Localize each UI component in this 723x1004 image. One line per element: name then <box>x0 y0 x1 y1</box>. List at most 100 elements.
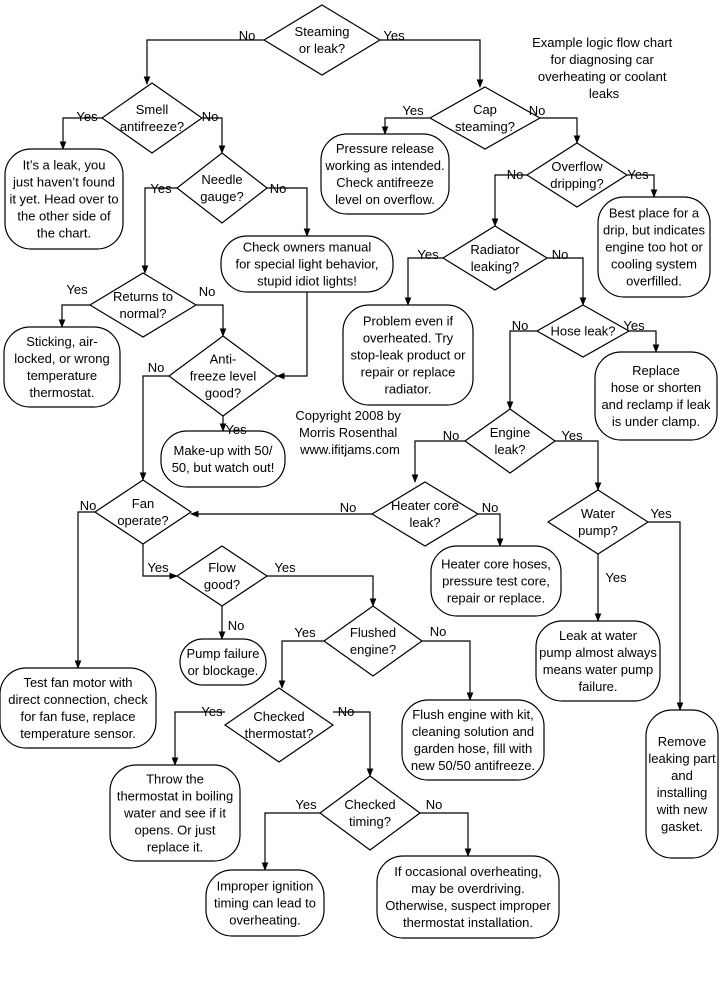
branch-label-no: No <box>340 500 357 515</box>
terminal-box <box>342 304 474 406</box>
node-label-line: or blockage. <box>188 663 259 678</box>
node-label-line: temperature <box>27 368 97 383</box>
branch-label-yes: Yes <box>150 181 172 196</box>
chart-title-line: overheating or coolant <box>538 69 667 84</box>
node-label-line: and reclamp if leak <box>601 397 711 412</box>
connector-arrow <box>648 521 684 711</box>
node-label: If occasional overheating,may be overdri… <box>385 864 551 930</box>
branch-label-no: No <box>529 103 546 118</box>
node-label-line: Check antifreeze <box>336 175 434 190</box>
connector-arrow <box>171 711 225 766</box>
branch-label-yes: Yes <box>225 422 247 437</box>
node-label-line: Make-up with 50/ <box>174 443 273 458</box>
node-label-line: Returns to <box>113 289 173 304</box>
connector-arrow <box>380 39 484 88</box>
connector-arrow <box>58 304 90 328</box>
connectors <box>58 39 684 871</box>
node-label-line: repair or replace. <box>447 591 545 606</box>
branch-label-no: No <box>199 284 216 299</box>
node-label-line: radiator. <box>385 382 432 397</box>
decision-diamond <box>167 335 279 417</box>
node-label-line: overheating. <box>229 913 301 928</box>
node-label-line: engine too hot or <box>605 240 703 255</box>
node-makeup: Make-up with 50/50, but watch out! <box>160 430 286 488</box>
connector-arrow <box>381 117 430 135</box>
node-label-line: cleaning solution and <box>412 724 534 739</box>
node-label-line: Otherwise, suspect improper <box>385 898 551 913</box>
node-label-line: Checked <box>253 709 304 724</box>
node-label-line: Needle <box>201 172 242 187</box>
branch-label-yes: Yes <box>294 625 316 640</box>
node-label-line: cooling system <box>611 257 697 272</box>
branch-label-no: No <box>443 428 460 443</box>
node-label-line: the other side of <box>17 209 111 224</box>
branch-label-yes: Yes <box>274 560 296 575</box>
node-label-line: Checked <box>344 797 395 812</box>
branch-label-no: No <box>512 318 529 333</box>
connector-arrow <box>267 187 311 237</box>
node-label: Pressure release working as intended. Chec… <box>324 141 444 207</box>
terminal-box <box>597 196 711 298</box>
node-label-line: thermostat in boiling <box>117 789 233 804</box>
node-label-line: it yet. Head over to <box>9 192 118 207</box>
node-label-line: Flushed <box>350 625 396 640</box>
chart-title: Example logic flow chart for diagnosing … <box>532 35 676 101</box>
decision-diamond <box>262 4 382 76</box>
terminal-box <box>160 430 286 488</box>
copyright-line: Copyright 2008 by <box>295 408 401 423</box>
node-label-line: Pressure release <box>336 141 434 156</box>
node-label-line: Flush engine with kit, <box>412 707 533 722</box>
copyright-line: Morris Rosenthal <box>299 425 397 440</box>
decision-diamond <box>175 545 269 607</box>
node-label-line: new 50/50 antifreeze. <box>411 758 535 773</box>
decision-diamond <box>100 82 204 154</box>
branch-label-no: No <box>202 109 219 124</box>
terminal-box <box>430 545 562 617</box>
node-label-line: locked, or wrong <box>14 351 109 366</box>
node-label-line: It’s a leak, you <box>23 158 106 173</box>
node-label-line: operate? <box>117 513 168 528</box>
node-label-line: garden hose, fill with <box>414 741 533 756</box>
node-pressure-release: Pressure release working as intended. Chec… <box>320 133 450 215</box>
node-label-line: thermostat installation. <box>403 915 533 930</box>
node-label-line: timing can lead to <box>214 896 316 911</box>
node-label-line: for special light behavior, <box>235 257 378 272</box>
decision-diamond <box>88 272 198 338</box>
connector-arrow <box>139 375 169 481</box>
decision-diamond <box>546 489 650 555</box>
node-label-line: working as intended. <box>324 158 444 173</box>
node-label-line: repair or replace <box>361 365 456 380</box>
decision-diamond <box>525 142 629 208</box>
node-label-line: overheated. Try <box>363 331 454 346</box>
node-label-line: overfilled. <box>626 274 682 289</box>
branch-label-yes: Yes <box>417 247 439 262</box>
node-label: Heater core hoses,pressure test core,rep… <box>441 557 551 606</box>
node-label-line: Radiator <box>470 242 520 257</box>
node-label-line: timing? <box>349 814 391 829</box>
node-label: Checked timing? <box>344 797 395 829</box>
connector-arrow <box>540 117 581 144</box>
node-label-line: engine? <box>350 642 396 657</box>
connector-arrow <box>141 187 177 274</box>
node-label-line: good? <box>205 386 241 401</box>
node-label-line: Pump failure <box>187 646 260 661</box>
node-flushed: Flushed engine? <box>322 605 424 677</box>
